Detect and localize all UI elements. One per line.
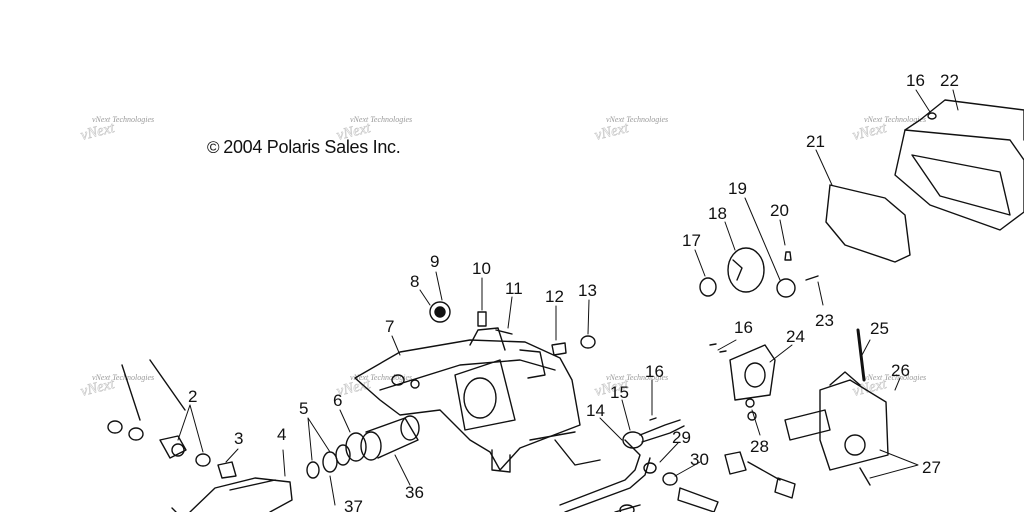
watermark-1: vNext Technologies [92,115,154,124]
plate-24 [709,343,776,421]
callout-10: 10 [472,259,491,278]
callout-12: 12 [545,287,564,306]
callout-22: 22 [940,71,959,90]
callout-28: 28 [750,437,769,456]
callout-15: 15 [610,383,629,402]
callout-4: 4 [277,425,286,444]
watermark-7: vNext Technologies [606,373,668,382]
lower-rod [559,439,651,512]
callout-7: 7 [385,317,394,336]
callout-21: 21 [806,132,825,151]
callout-37: 37 [344,497,363,512]
callout-20: 20 [770,201,789,220]
callout-numbers: 2 3 4 5 6 7 8 9 10 11 12 13 14 15 16 16 … [188,71,959,512]
callout-9: 9 [430,252,439,271]
lower-parts [677,451,796,512]
callout-16-upper: 16 [906,71,925,90]
copyright-notice: ©2004 Polaris Sales Inc. [207,137,401,158]
callout-6: 6 [333,391,342,410]
cylinder-36 [306,415,420,479]
left-arm-parts [107,359,293,512]
sensor-assembly [699,247,819,298]
callout-23: 23 [815,311,834,330]
callout-11: 11 [505,279,523,298]
callout-19: 19 [728,179,747,198]
watermark-5: vNext Technologies [92,373,154,382]
motor-26 [784,328,889,486]
watermark-8: vNext Technologies [864,373,926,382]
callout-13: 13 [578,281,597,300]
callout-5: 5 [299,399,308,418]
callout-17: 17 [682,231,701,250]
callout-14: 14 [586,401,605,420]
housing-7 [354,327,601,473]
watermark-2: vNext Technologies [350,115,412,124]
callout-2: 2 [188,387,197,406]
copyright-text: 2004 Polaris Sales Inc. [223,137,401,157]
callout-16-middle: 16 [734,318,753,337]
watermarks: vNext vNext Technologies vNext vNext Tec… [79,115,926,400]
gasket-21 [825,184,911,263]
callout-3: 3 [234,429,243,448]
callout-29: 29 [672,428,691,447]
callout-24: 24 [786,327,805,346]
cover-22 [894,99,1024,231]
switch-14-15 [622,417,685,486]
callout-27: 27 [922,458,941,477]
callout-25: 25 [870,319,889,338]
callout-8: 8 [410,272,419,291]
small-parts-top [429,301,596,356]
watermark-6: vNext Technologies [350,373,412,382]
callout-36: 36 [405,483,424,502]
callout-26: 26 [891,361,910,380]
watermark-3: vNext Technologies [606,115,668,124]
callout-30: 30 [690,450,709,469]
leader-lines [177,89,959,506]
copyright-symbol: © [207,138,220,157]
watermark-4: vNext Technologies [864,115,926,124]
callout-18: 18 [708,204,727,223]
callout-16-lower: 16 [645,362,664,381]
